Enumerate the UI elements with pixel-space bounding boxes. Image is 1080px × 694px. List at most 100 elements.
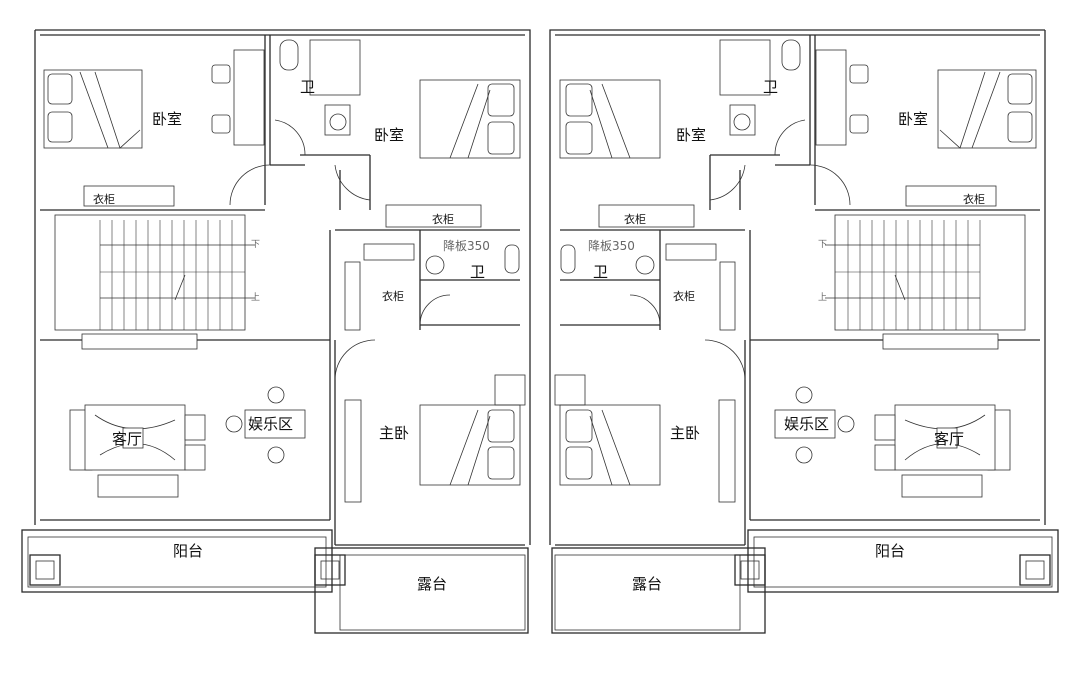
pillow xyxy=(487,83,515,117)
label-bathroom-a: 卫 xyxy=(763,78,778,96)
label-entertainment: 娱乐区 xyxy=(784,415,829,433)
sink xyxy=(729,104,756,136)
stair-arrow xyxy=(825,244,980,301)
bed-cover xyxy=(449,83,491,159)
bed-cover xyxy=(79,71,141,149)
terrace-rail xyxy=(554,554,741,631)
terrace-outline xyxy=(551,547,766,634)
label-bedroom-a: 卧室 xyxy=(898,110,928,128)
cabinet xyxy=(882,333,999,350)
label-bedroom-b: 卧室 xyxy=(676,126,706,144)
label-bathroom-b: 卫 xyxy=(470,263,485,281)
label-bedroom-a: 卧室 xyxy=(152,110,182,128)
side-table xyxy=(874,444,896,471)
label-terrace: 露台 xyxy=(632,575,662,593)
column-inner xyxy=(320,560,340,580)
balcony-rail xyxy=(753,536,1053,588)
label-master-bedroom: 主卧 xyxy=(379,424,409,442)
side-table xyxy=(184,444,206,471)
balcony-rail xyxy=(27,536,327,588)
column-inner xyxy=(740,560,760,580)
label-stair-down: 下 xyxy=(818,240,827,250)
pillow xyxy=(47,73,73,105)
labels-left: 卧室 卫 卧室 衣柜 衣柜 降板350 卫 衣柜 下 上 客厅 娱乐区 主卧 阳… xyxy=(93,78,490,593)
door-arc xyxy=(709,164,746,201)
unit-left xyxy=(21,29,531,634)
outer-wall-left xyxy=(34,29,531,545)
unit-right xyxy=(549,29,1059,634)
label-wardrobe-b: 衣柜 xyxy=(624,212,646,226)
pillow xyxy=(47,111,73,143)
label-master-bedroom: 主卧 xyxy=(670,424,700,442)
door-arc xyxy=(629,294,661,326)
bed-cover xyxy=(589,83,631,159)
column xyxy=(734,554,766,586)
label-bathroom-b: 卫 xyxy=(593,263,608,281)
shower xyxy=(309,39,361,96)
terrace-outline xyxy=(314,547,529,634)
stool xyxy=(225,415,243,433)
sink-bowl xyxy=(733,113,751,131)
labels-right: 卧室 卫 卧室 衣柜 衣柜 降板350 卫 衣柜 下 上 客厅 娱乐区 主卧 阳… xyxy=(588,78,985,593)
chair xyxy=(211,114,231,134)
stool xyxy=(795,446,813,464)
chair xyxy=(849,64,869,84)
bed-cover xyxy=(939,71,1001,149)
label-terrace: 露台 xyxy=(417,575,447,593)
sink-bowl xyxy=(425,255,445,275)
label-stair-down: 下 xyxy=(251,240,260,250)
door-arc xyxy=(334,339,376,381)
window xyxy=(494,374,526,406)
stairs xyxy=(834,214,1026,331)
label-wardrobe-c: 衣柜 xyxy=(382,289,404,303)
label-wardrobe-a: 衣柜 xyxy=(963,192,985,206)
door-arc xyxy=(774,119,806,156)
wardrobe xyxy=(83,185,175,207)
stair-treads xyxy=(835,220,981,330)
column-inner xyxy=(1025,560,1045,580)
label-floor-drop: 降板350 xyxy=(443,239,490,253)
wardrobe xyxy=(598,204,695,228)
pillow xyxy=(487,446,515,480)
label-wardrobe-b: 衣柜 xyxy=(432,212,454,226)
door-arc xyxy=(274,119,306,156)
stool xyxy=(267,386,285,404)
pillow xyxy=(565,121,593,155)
cabinet xyxy=(81,333,198,350)
label-floor-drop: 降板350 xyxy=(588,239,635,253)
side-table xyxy=(874,414,896,441)
coffee-table xyxy=(936,427,958,449)
label-living-room: 客厅 xyxy=(112,430,142,448)
label-bathroom-a: 卫 xyxy=(300,78,315,96)
label-balcony: 阳台 xyxy=(173,542,203,560)
tv-cabinet xyxy=(344,399,362,503)
tv-cabinet xyxy=(718,399,736,503)
door-arc xyxy=(229,164,271,206)
wardrobe xyxy=(385,204,482,228)
label-living-room: 客厅 xyxy=(934,430,964,448)
sofa xyxy=(901,474,983,498)
bed-cover xyxy=(449,409,491,486)
pillow xyxy=(565,409,593,443)
door-arc xyxy=(704,339,746,381)
pillow xyxy=(487,409,515,443)
pillow xyxy=(487,121,515,155)
toilet xyxy=(279,39,299,71)
pillow xyxy=(565,446,593,480)
pillow xyxy=(565,83,593,117)
toilet xyxy=(781,39,801,71)
sink xyxy=(324,104,351,136)
desk xyxy=(815,49,847,146)
label-bedroom-b: 卧室 xyxy=(374,126,404,144)
column-inner xyxy=(35,560,55,580)
toilet xyxy=(560,244,576,274)
column xyxy=(29,554,61,586)
coffee-table xyxy=(122,427,144,449)
pillow xyxy=(1007,111,1033,143)
label-stair-up: 上 xyxy=(818,292,827,303)
label-wardrobe-c: 衣柜 xyxy=(673,289,695,303)
shower xyxy=(719,39,771,96)
wardrobe xyxy=(905,185,997,207)
chair xyxy=(849,114,869,134)
terrace-rail xyxy=(339,554,526,631)
